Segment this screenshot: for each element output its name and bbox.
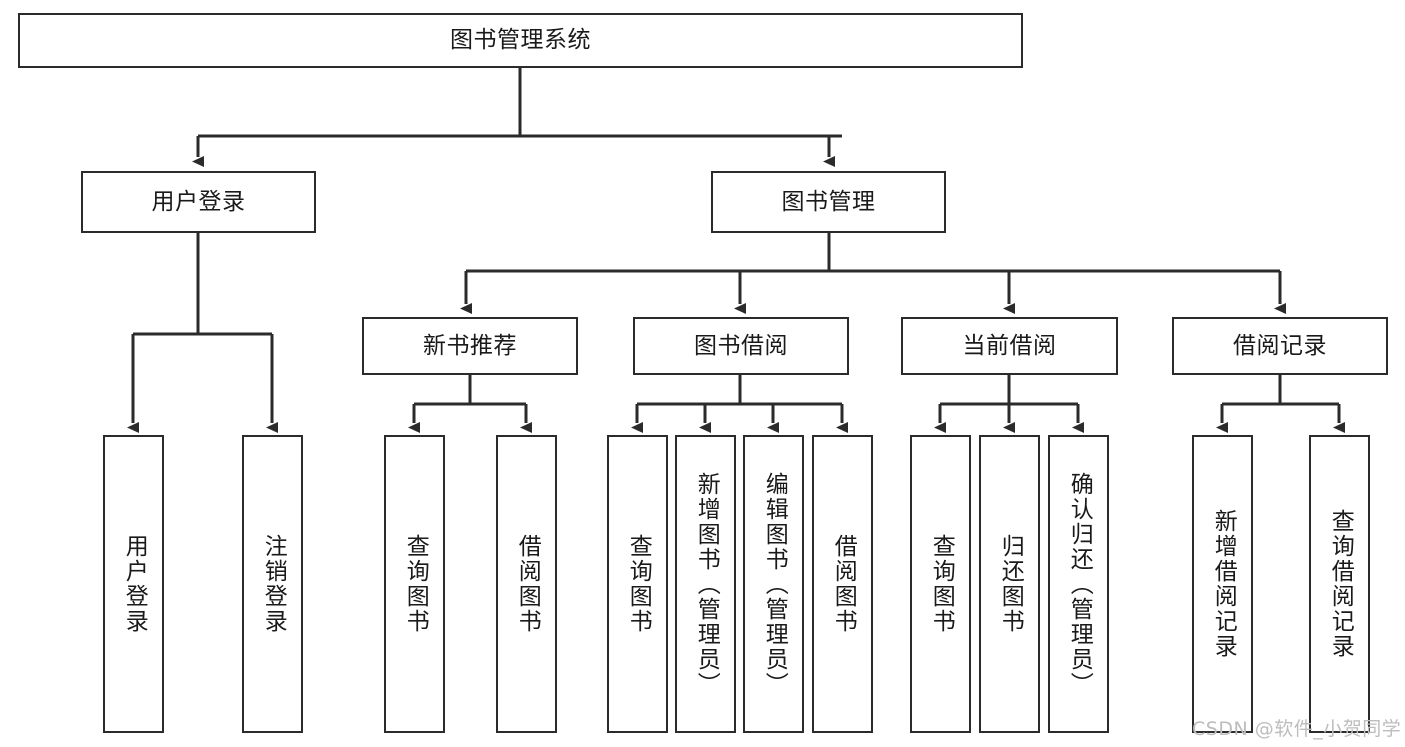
node-book-management[interactable]: 图书管理 — [711, 171, 946, 233]
node-label: 查询图书 — [928, 534, 955, 634]
node-user-login[interactable]: 用户登录 — [81, 171, 316, 233]
node-label: 编辑图书（管理员） — [761, 471, 788, 697]
node-label: 确认归还（管理员） — [1066, 471, 1093, 697]
leaf-current-borrow-query-book[interactable]: 查询图书 — [910, 435, 971, 733]
leaf-book-borrow-query-book[interactable]: 查询图书 — [607, 435, 668, 733]
node-label: 归还图书 — [997, 534, 1024, 634]
node-label: 图书借阅 — [694, 332, 788, 359]
leaf-current-borrow-confirm-return-admin[interactable]: 确认归还（管理员） — [1048, 435, 1109, 733]
node-label: 图书管理 — [781, 188, 876, 215]
leaf-borrow-record-add-record[interactable]: 新增借阅记录 — [1192, 435, 1253, 733]
node-new-book-recommend[interactable]: 新书推荐 — [362, 317, 578, 375]
node-label: 借阅记录 — [1233, 332, 1327, 359]
node-label: 借阅图书 — [514, 534, 541, 634]
leaf-book-borrow-add-book-admin[interactable]: 新增图书（管理员） — [675, 435, 736, 733]
node-label: 新书推荐 — [423, 332, 517, 359]
csdn-watermark: CSDN @软件_小贺同学 — [1192, 718, 1402, 740]
node-book-borrow[interactable]: 图书借阅 — [633, 317, 849, 375]
leaf-user-login-signout[interactable]: 注销登录 — [242, 435, 303, 733]
leaf-current-borrow-return-book[interactable]: 归还图书 — [979, 435, 1040, 733]
node-label: 用户登录 — [121, 534, 148, 634]
node-label: 新增借阅记录 — [1210, 509, 1237, 659]
node-current-borrow[interactable]: 当前借阅 — [901, 317, 1118, 375]
leaf-book-borrow-borrow-book[interactable]: 借阅图书 — [812, 435, 873, 733]
leaf-new-book-query-book[interactable]: 查询图书 — [384, 435, 445, 733]
node-label: 图书管理系统 — [450, 27, 591, 54]
node-label: 查询图书 — [625, 534, 652, 634]
node-label: 借阅图书 — [830, 534, 857, 634]
node-borrow-record[interactable]: 借阅记录 — [1172, 317, 1388, 375]
leaf-user-login-signin[interactable]: 用户登录 — [103, 435, 164, 733]
node-label: 新增图书（管理员） — [693, 471, 720, 697]
node-root-book-management-system[interactable]: 图书管理系统 — [18, 13, 1023, 68]
leaf-new-book-borrow-book[interactable]: 借阅图书 — [496, 435, 557, 733]
leaf-book-borrow-edit-book-admin[interactable]: 编辑图书（管理员） — [743, 435, 804, 733]
leaf-borrow-record-query-record[interactable]: 查询借阅记录 — [1309, 435, 1370, 733]
node-label: 查询借阅记录 — [1327, 509, 1354, 659]
node-label: 当前借阅 — [962, 332, 1057, 359]
node-label: 注销登录 — [260, 534, 287, 634]
node-label: 查询图书 — [402, 534, 429, 634]
node-label: 用户登录 — [151, 188, 246, 215]
